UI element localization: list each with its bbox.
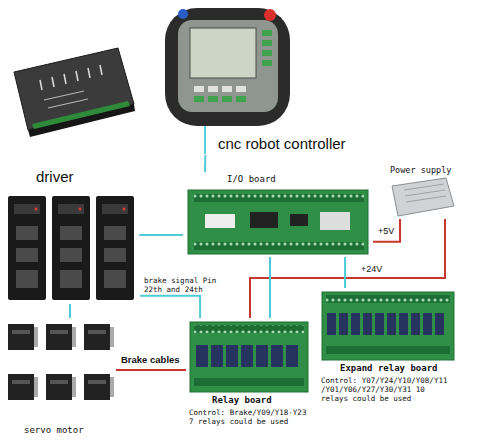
controller-box	[14, 48, 135, 137]
servo-driver	[8, 196, 46, 300]
pcb	[188, 190, 368, 254]
servo-driver	[52, 196, 90, 300]
terminal-screws	[194, 194, 364, 202]
io-board-pcb	[188, 190, 368, 254]
psu-case	[392, 178, 454, 216]
expand-relay-board: Expand relay boardControl: Y07/Y24/Y10/Y…	[318, 288, 468, 418]
terminal-block	[326, 346, 450, 354]
power-wire	[116, 369, 186, 371]
node-label: Power supply	[390, 165, 451, 175]
driver-display	[14, 204, 40, 214]
node-label: servo motor	[24, 425, 84, 436]
driver-led	[123, 208, 126, 211]
servo-driver	[96, 196, 134, 300]
node-note: Control: Y07/Y24/Y10/Y08/Y11 /Y01/Y06/Y2…	[321, 376, 455, 403]
driver-group: driver	[4, 168, 140, 304]
io-board: I/O board	[183, 172, 373, 257]
node-note: Control: Brake/Y09/Y18-Y23 7 relays coul…	[189, 408, 311, 426]
edge-label: +5V	[377, 226, 395, 237]
terminal-block	[194, 194, 364, 202]
terminal-block	[194, 242, 364, 250]
signal-cable	[69, 304, 71, 318]
pendant-body	[165, 8, 290, 126]
driver-led	[35, 208, 38, 211]
terminal-block	[194, 378, 304, 386]
terminal-strip	[32, 101, 130, 129]
driver-display	[58, 204, 84, 214]
pendant-keys	[194, 96, 246, 102]
servo-motor-group: servo motor	[4, 318, 116, 442]
node-label: driver	[36, 168, 74, 186]
psu-vents	[404, 184, 446, 202]
pcb	[190, 322, 308, 392]
pendant-screen	[190, 28, 256, 78]
edge-label: Brake cables	[120, 354, 181, 365]
controller-box-front	[28, 104, 135, 137]
terminal-screws	[194, 325, 304, 333]
driver-connectors	[60, 226, 82, 288]
signal-cable	[204, 155, 206, 172]
pendant-keys	[194, 86, 246, 92]
panel-marks	[40, 65, 102, 90]
chip	[290, 214, 308, 226]
driver-connectors	[104, 226, 126, 288]
node-label: I/O board	[227, 174, 276, 185]
driver-body	[96, 196, 134, 300]
pendant-cable	[204, 126, 206, 154]
panel-lines	[44, 91, 88, 108]
node-label: cnc robot controller	[218, 135, 346, 153]
driver-body	[8, 196, 46, 300]
servo-motors	[8, 324, 114, 400]
terminal-screws	[326, 295, 450, 303]
relay-board-pcb	[190, 322, 308, 392]
power-supply-unit	[392, 178, 454, 216]
node-label: Relay board	[212, 395, 272, 406]
motor-body	[8, 324, 110, 400]
pcb	[322, 292, 454, 360]
power-wire	[373, 219, 400, 242]
driver-display	[102, 204, 128, 214]
teach-pendant	[165, 8, 290, 154]
key-switch	[178, 9, 188, 19]
pendant-bezel	[178, 20, 278, 112]
controller-node: cnc robot controller	[150, 2, 355, 155]
edge-label: brake signal Pin 22th and 24th	[143, 276, 225, 294]
driver-connectors	[16, 226, 38, 288]
relays	[196, 345, 298, 367]
controller-box-top	[14, 48, 134, 130]
power-supply: Power supply	[385, 164, 460, 219]
connector	[205, 214, 235, 228]
driver-body	[52, 196, 90, 300]
signal-cable	[140, 234, 183, 236]
terminal-block	[326, 295, 450, 303]
emergency-button	[264, 9, 276, 21]
chip	[250, 212, 278, 228]
power-wire	[250, 219, 445, 318]
relay-board: Relay boardControl: Brake/Y09/Y18-Y23 7 …	[186, 318, 314, 436]
node-label: Expand relay board	[340, 363, 438, 374]
signal-cable	[140, 296, 200, 318]
edge-label: +24V	[360, 264, 383, 275]
signal-cable	[269, 257, 271, 318]
relays	[327, 313, 444, 335]
connector	[320, 212, 350, 230]
terminal-block	[194, 325, 304, 333]
terminal-screws	[194, 242, 364, 250]
motor-label-plate	[12, 330, 106, 384]
motor-flange	[34, 327, 114, 397]
signal-cable	[344, 257, 346, 288]
driver-led	[79, 208, 82, 211]
expand-relay-board-pcb	[322, 292, 454, 360]
pendant-keys	[262, 30, 272, 66]
